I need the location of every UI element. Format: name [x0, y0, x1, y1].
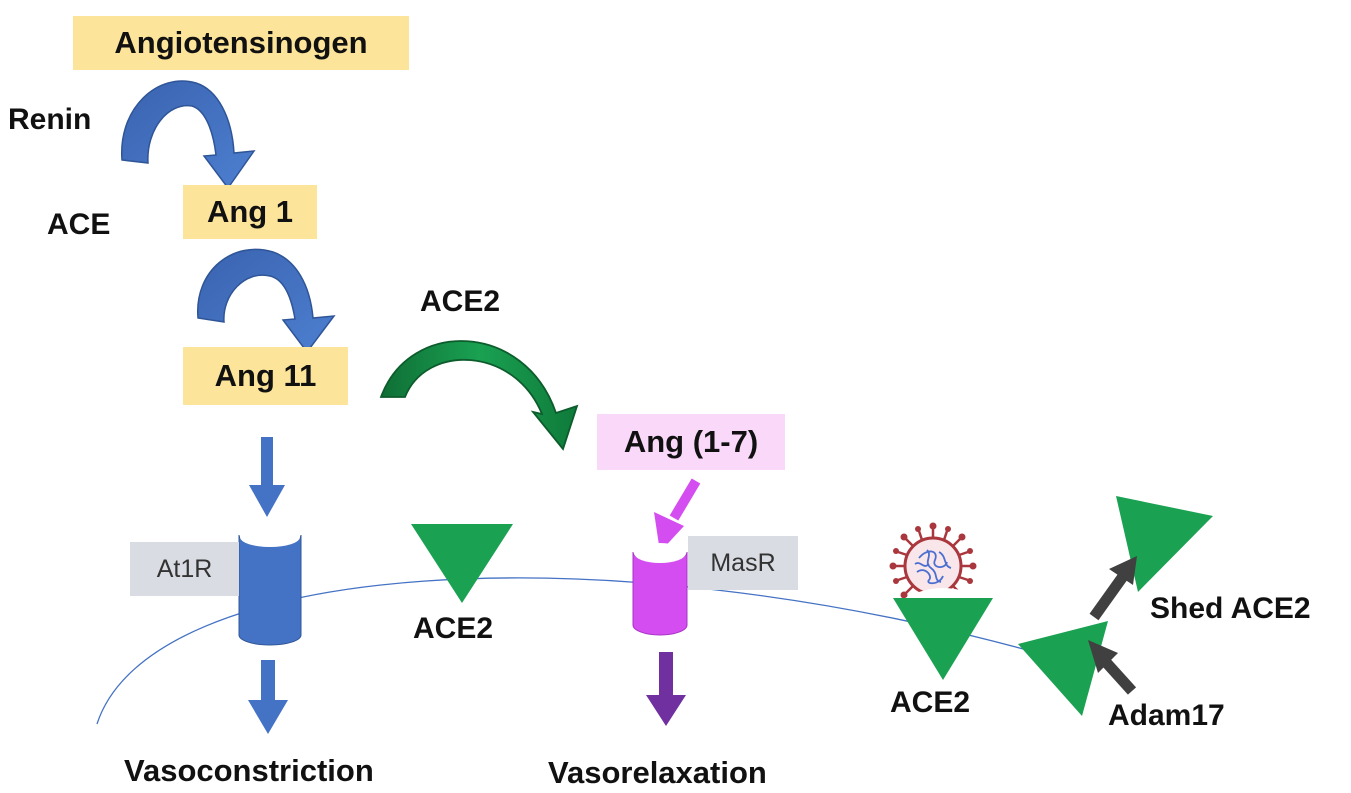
angiotensinogen-label: Angiotensinogen — [114, 25, 368, 60]
vasoconstriction-stem — [261, 660, 275, 702]
vasorelaxation-label: Vasorelaxation — [548, 755, 767, 790]
renin-label: Renin — [8, 103, 92, 136]
ace-label: ACE — [47, 208, 111, 241]
ace2-curved-arrow — [379, 340, 579, 451]
ace2-shedding-triangle — [1018, 621, 1108, 716]
renin-curved-arrow — [121, 80, 256, 190]
adam17-arrow-head — [1088, 640, 1118, 673]
ace-curved-arrow — [197, 248, 336, 354]
at1r-label: At1R — [156, 554, 213, 583]
ace2-membrane-label: ACE2 — [413, 612, 494, 645]
ang1-label: Ang 1 — [206, 194, 294, 229]
masr-box: MasR — [688, 536, 798, 590]
ang2-label: Ang 11 — [214, 358, 317, 393]
vasoconstriction-label: Vasoconstriction — [124, 753, 374, 788]
masr-receptor — [632, 551, 688, 636]
shedding-arrow-head — [1109, 556, 1137, 585]
ang2-stem-arrow — [261, 437, 273, 487]
ace2-bound-triangle — [893, 598, 993, 680]
vasoconstriction-arrow-head — [248, 700, 288, 734]
ace2-enzyme-label: ACE2 — [420, 285, 501, 318]
at1r-receptor — [238, 534, 302, 646]
angiotensinogen-box: Angiotensinogen — [73, 16, 409, 70]
ang1-box: Ang 1 — [183, 185, 317, 239]
shed-ace2-triangle — [1116, 496, 1213, 592]
ace2-bound-label: ACE2 — [890, 686, 971, 719]
ang2-arrow-head — [249, 485, 285, 517]
adam17-arrow-stem — [1099, 656, 1137, 695]
coronavirus-icon — [889, 522, 977, 610]
shed-ace2-label: Shed ACE2 — [1150, 592, 1311, 625]
at1r-box: At1R — [130, 542, 239, 596]
vasorelaxation-stem — [659, 652, 673, 697]
ace2-membrane-triangle — [411, 524, 513, 603]
ang17-arrow-stem — [669, 478, 701, 521]
adam17-label: Adam17 — [1108, 699, 1225, 732]
ang2-box: Ang 11 — [183, 347, 348, 405]
ang17-arrow-head — [654, 512, 684, 552]
ang17-label: Ang (1-7) — [623, 424, 759, 459]
vasorelaxation-arrow-head — [646, 695, 686, 726]
masr-label: MasR — [710, 548, 776, 577]
shedding-arrow-stem — [1089, 571, 1129, 621]
cell-membrane — [96, 577, 1046, 725]
ang17-box: Ang (1-7) — [597, 414, 785, 470]
